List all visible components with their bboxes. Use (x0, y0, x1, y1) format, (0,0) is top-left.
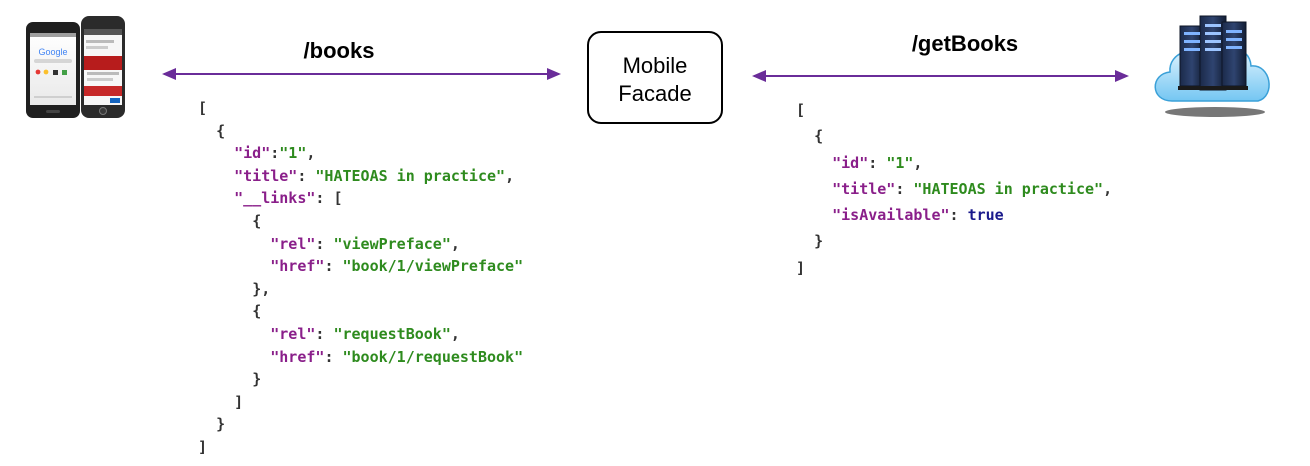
json-value-rel: "requestBook" (333, 324, 451, 343)
books-response-json: [ { "id":"1", "title": "HATEOAS in pract… (198, 99, 524, 456)
json-value-id: "1" (886, 153, 914, 172)
cloud-server-icon (1154, 15, 1270, 117)
json-key-rel: "rel" (270, 234, 316, 253)
facade-label-line1: Mobile (623, 53, 688, 78)
svg-text:Google: Google (38, 47, 67, 57)
json-key-href: "href" (270, 347, 325, 366)
json-key-is-available: "isAvailable" (832, 206, 950, 225)
json-value-rel: "viewPreface" (333, 234, 451, 253)
json-value-id: "1" (279, 144, 307, 163)
json-key-id: "id" (234, 144, 271, 163)
facade-label-line2: Facade (618, 81, 691, 106)
getbooks-endpoint-label: /getBooks (912, 31, 1018, 56)
books-endpoint-label: /books (304, 38, 375, 63)
json-key-href: "href" (270, 257, 325, 276)
json-key-id: "id" (832, 153, 869, 172)
mobile-facade-node: Mobile Facade (587, 31, 723, 124)
json-value-href: "book/1/viewPreface" (342, 257, 524, 276)
json-value-title: "HATEOAS in practice" (913, 179, 1104, 198)
json-value-href: "book/1/requestBook" (342, 347, 524, 366)
json-key-links: "__links" (234, 189, 316, 208)
smartphones-icon: Google (26, 16, 125, 118)
json-key-rel: "rel" (270, 324, 316, 343)
json-key-title: "title" (832, 179, 896, 198)
getbooks-response-json: [ { "id": "1", "title": "HATEOAS in prac… (796, 101, 1113, 277)
json-value-title: "HATEOAS in practice" (315, 166, 506, 185)
json-value-is-available: true (967, 206, 1004, 225)
json-key-title: "title" (234, 166, 298, 185)
